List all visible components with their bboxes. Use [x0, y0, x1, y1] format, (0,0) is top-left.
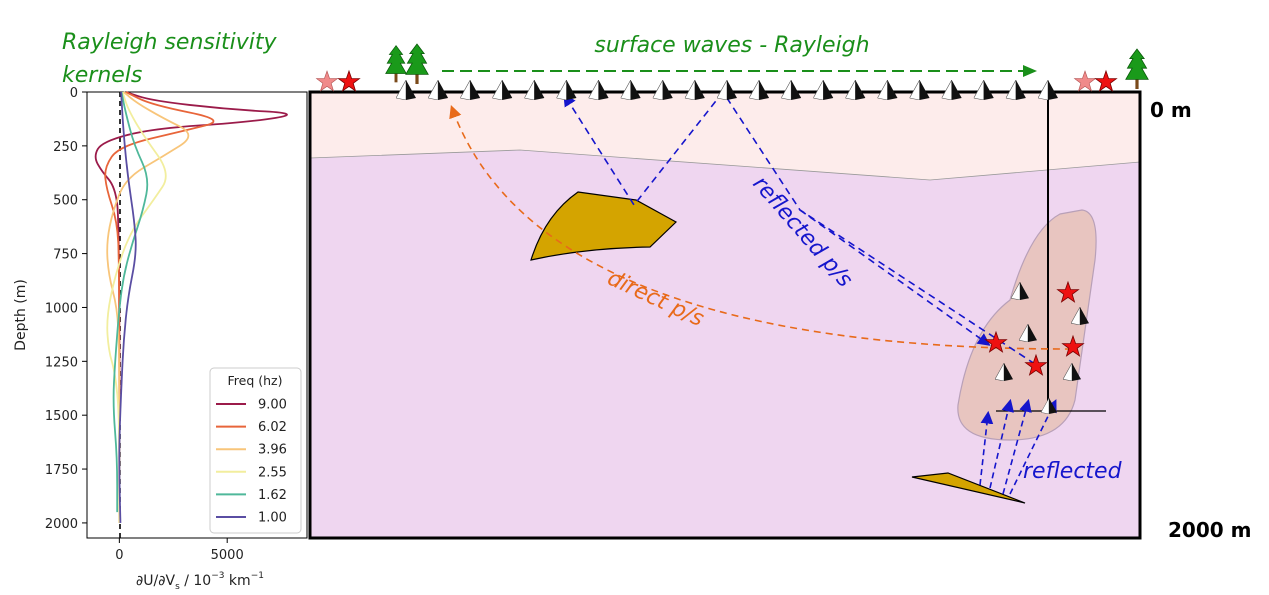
depth-top-label: 0 m — [1150, 98, 1192, 122]
y-tick-label: 2000 — [45, 517, 78, 532]
triangle-geophone-icon — [492, 80, 513, 100]
triangle-geophone-icon — [524, 80, 545, 100]
reservoir-body — [957, 209, 1097, 441]
x-tick-label: 5000 — [211, 548, 244, 563]
kernel-y-axis-label: Depth (m) — [13, 279, 29, 351]
star-icon — [1061, 334, 1085, 357]
ore-body-lower — [911, 472, 1026, 504]
triangle-geophone-icon — [909, 80, 930, 100]
triangle-geophone-icon — [1005, 80, 1026, 100]
y-tick-label: 1000 — [45, 301, 78, 316]
legend-label: 9.00 — [258, 398, 287, 413]
star-icon — [1094, 69, 1118, 92]
legend-title: Freq (hz) — [228, 373, 283, 388]
legend-label: 2.55 — [258, 465, 287, 480]
star-icon — [337, 69, 361, 92]
triangle-geophone-icon — [428, 80, 449, 100]
y-tick-label: 750 — [53, 248, 78, 263]
depth-bottom-label: 2000 m — [1168, 518, 1251, 542]
triangle-geophone-icon — [1038, 80, 1058, 100]
kernel-x-axis-label: ∂U/∂Vs / 10−3 km−1 — [136, 571, 264, 592]
y-tick-label: 500 — [53, 194, 78, 209]
kernel-curves — [94, 91, 288, 523]
star-icon — [1024, 353, 1048, 376]
kernel-curve-1.00 — [118, 91, 137, 523]
triangle-geophone-icon — [556, 80, 577, 100]
surface-sources — [315, 69, 1118, 92]
kernel-plot-frame — [86, 91, 308, 539]
kernel-panel: Rayleigh sensitivity kernels 0 250 500 750 1… — [13, 30, 308, 592]
cross-section: surface waves - Rayleigh 0 m 2000 m refl… — [308, 33, 1251, 542]
y-tick-label: 1500 — [45, 409, 78, 424]
triangle-geophone-icon — [781, 80, 802, 100]
kernel-curve-1.62 — [112, 91, 149, 513]
triangle-geophone-icon — [813, 80, 834, 100]
kernel-legend: Freq (hz) 9.00 6.02 3.96 2.55 1.62 1.00 — [209, 367, 302, 534]
legend-label: 3.96 — [258, 443, 287, 458]
y-tick-label: 0 — [70, 86, 78, 101]
kernel-title-line1: Rayleigh sensitivity — [62, 30, 277, 55]
star-icon — [315, 70, 339, 92]
triangle-geophone-icon — [460, 80, 481, 100]
tree-icon — [1125, 48, 1149, 90]
upper-reflection-path — [563, 91, 724, 207]
y-tick-label: 1750 — [45, 463, 78, 478]
kernel-curve-3.96 — [106, 91, 190, 523]
triangle-geophone-icon — [749, 80, 770, 100]
triangle-geophone-icon — [652, 80, 673, 100]
kernel-curve-2.55 — [106, 91, 167, 523]
surface-waves-title: surface waves - Rayleigh — [594, 33, 869, 58]
kernel-title-line2: kernels — [62, 63, 142, 88]
kernel-curve-9.00 — [94, 91, 288, 523]
lower-reflection-paths — [979, 398, 1057, 495]
reflected-label: reflected — [1023, 459, 1123, 484]
tree-icon — [405, 43, 429, 85]
shallow-layer — [310, 92, 1140, 180]
triangle-geophone-icon — [620, 80, 641, 100]
star-icon — [984, 330, 1008, 353]
triangle-geophone-icon — [588, 80, 609, 100]
star-icon — [1073, 70, 1097, 92]
legend-label: 6.02 — [258, 420, 287, 435]
star-icon — [1056, 280, 1080, 303]
triangle-geophone-icon — [396, 80, 416, 100]
ore-body-upper — [530, 191, 678, 261]
layer-boundary — [309, 149, 1141, 181]
triangle-geophone-icon — [845, 80, 866, 100]
kernel-y-ticks: 0 250 500 750 1000 1250 1500 1750 2000 — [45, 86, 87, 532]
triangle-geophone-icon — [717, 80, 737, 100]
triangle-geophone-icon — [973, 80, 994, 100]
tree-icon — [385, 45, 407, 83]
y-tick-label: 1250 — [45, 355, 78, 370]
legend-label: 1.00 — [258, 511, 287, 526]
kernel-curve-6.02 — [104, 91, 215, 523]
triangle-geophone-icon — [877, 80, 898, 100]
triangle-geophone-icon — [941, 80, 962, 100]
triangle-geophone-icon — [684, 80, 705, 100]
surface-stations — [396, 80, 1058, 100]
x-tick-label: 0 — [115, 548, 123, 563]
legend-label: 1.62 — [258, 488, 287, 503]
y-tick-label: 250 — [53, 140, 78, 155]
borehole-sources — [984, 280, 1085, 376]
reflected-ps-arrow — [799, 209, 991, 346]
kernel-x-ticks: 0 5000 — [115, 538, 244, 563]
